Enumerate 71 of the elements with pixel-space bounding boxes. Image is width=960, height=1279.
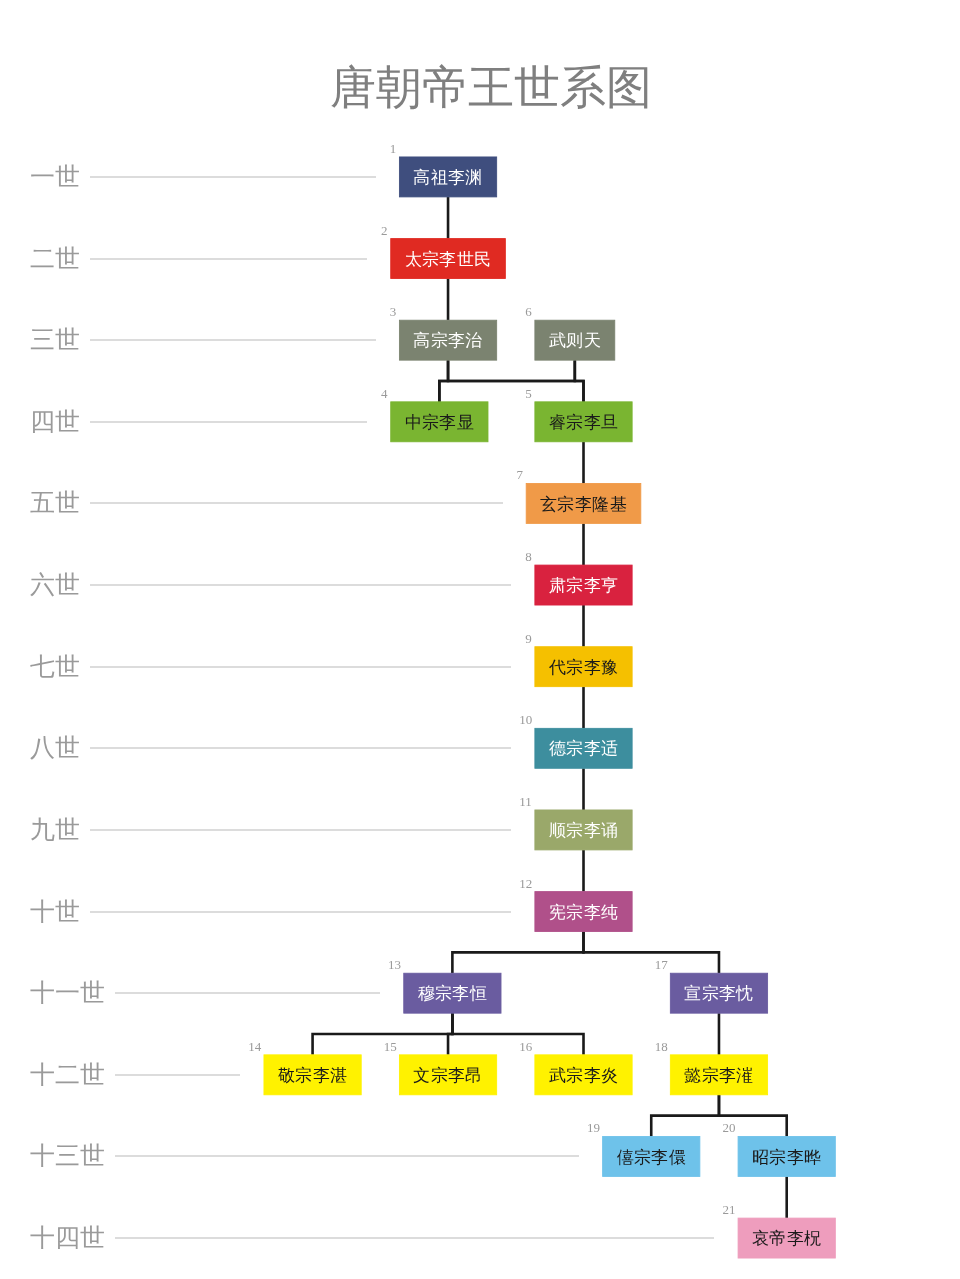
generation-label: 十一世 (30, 979, 105, 1007)
name-box: 宪宗李纯 (534, 891, 633, 932)
name-box: 文宗李昂 (399, 1054, 498, 1096)
connector-line (718, 1094, 789, 1137)
order-number: 4 (381, 386, 388, 400)
name-box: 僖宗李儇 (602, 1136, 701, 1177)
name-box: 穆宗李恒 (403, 972, 502, 1014)
generation-label: 一世 (30, 162, 80, 191)
generation-label: 八世 (30, 734, 80, 762)
generation-label: 九世 (30, 815, 80, 844)
generation-label: 十四世 (30, 1224, 105, 1252)
name-box: 顺宗李诵 (534, 809, 633, 851)
order-number: 14 (248, 1039, 262, 1053)
order-number: 2 (381, 223, 388, 237)
order-number: 5 (525, 386, 532, 400)
name-box: 太宗李世民 (390, 238, 507, 279)
generation-label: 七世 (30, 652, 80, 681)
order-number: 18 (654, 1039, 668, 1053)
connector-line (582, 931, 721, 974)
name-box: 高宗李治 (399, 319, 498, 361)
name-box: 高祖李渊 (399, 156, 498, 198)
name-box: 中宗李显 (390, 401, 489, 443)
connector-line (451, 1013, 586, 1055)
generation-label: 十二世 (30, 1060, 105, 1089)
name-box: 德宗李适 (534, 727, 633, 769)
order-number: 12 (519, 876, 533, 890)
order-number: 19 (586, 1121, 600, 1135)
order-number: 11 (519, 794, 532, 808)
order-number: 6 (525, 305, 532, 319)
connector-line (718, 1013, 721, 1055)
generation-label: 二世 (30, 244, 80, 273)
order-number: 9 (525, 631, 532, 645)
name-box: 代宗李豫 (534, 646, 633, 688)
name-box: 睿宗李旦 (534, 401, 633, 443)
connector-line (582, 441, 586, 484)
connector-line (582, 523, 586, 566)
order-number: 13 (388, 958, 402, 972)
title: 唐朝帝王世系图 (330, 62, 652, 113)
connector-line (582, 605, 586, 647)
name-box: 武宗李炎 (534, 1054, 633, 1096)
connector-line (582, 768, 586, 810)
generation-label: 十世 (30, 897, 80, 926)
connector-line (582, 849, 586, 892)
name-box: 武则天 (534, 319, 616, 361)
name-box: 宣宗李忱 (670, 972, 769, 1014)
generation-label: 五世 (30, 489, 80, 517)
order-number: 10 (519, 713, 533, 727)
connector-line (582, 686, 586, 729)
connector-line (785, 1176, 789, 1219)
generation-label: 十三世 (30, 1142, 105, 1170)
name-box: 敬宗李湛 (263, 1054, 362, 1096)
name-box: 玄宗李隆基 (526, 483, 642, 524)
connector-line (573, 360, 586, 402)
order-number: 20 (722, 1121, 736, 1135)
order-number: 17 (654, 958, 668, 972)
name-box: 肃宗李亨 (534, 564, 633, 606)
name-box: 懿宗李漼 (670, 1054, 769, 1096)
order-number: 3 (389, 305, 397, 319)
order-number: 15 (383, 1039, 397, 1053)
connector-line (447, 196, 450, 239)
generation-label: 四世 (30, 407, 80, 436)
order-number: 16 (519, 1039, 533, 1053)
generation-label: 三世 (30, 326, 80, 354)
name-box: 哀帝李柷 (738, 1217, 837, 1259)
order-number: 21 (722, 1203, 736, 1217)
order-number: 1 (389, 141, 397, 155)
connector-line (447, 278, 450, 321)
name-box: 昭宗李晔 (738, 1136, 837, 1177)
order-number: 8 (525, 550, 532, 564)
generation-label: 六世 (30, 571, 80, 599)
order-number: 7 (516, 468, 524, 482)
